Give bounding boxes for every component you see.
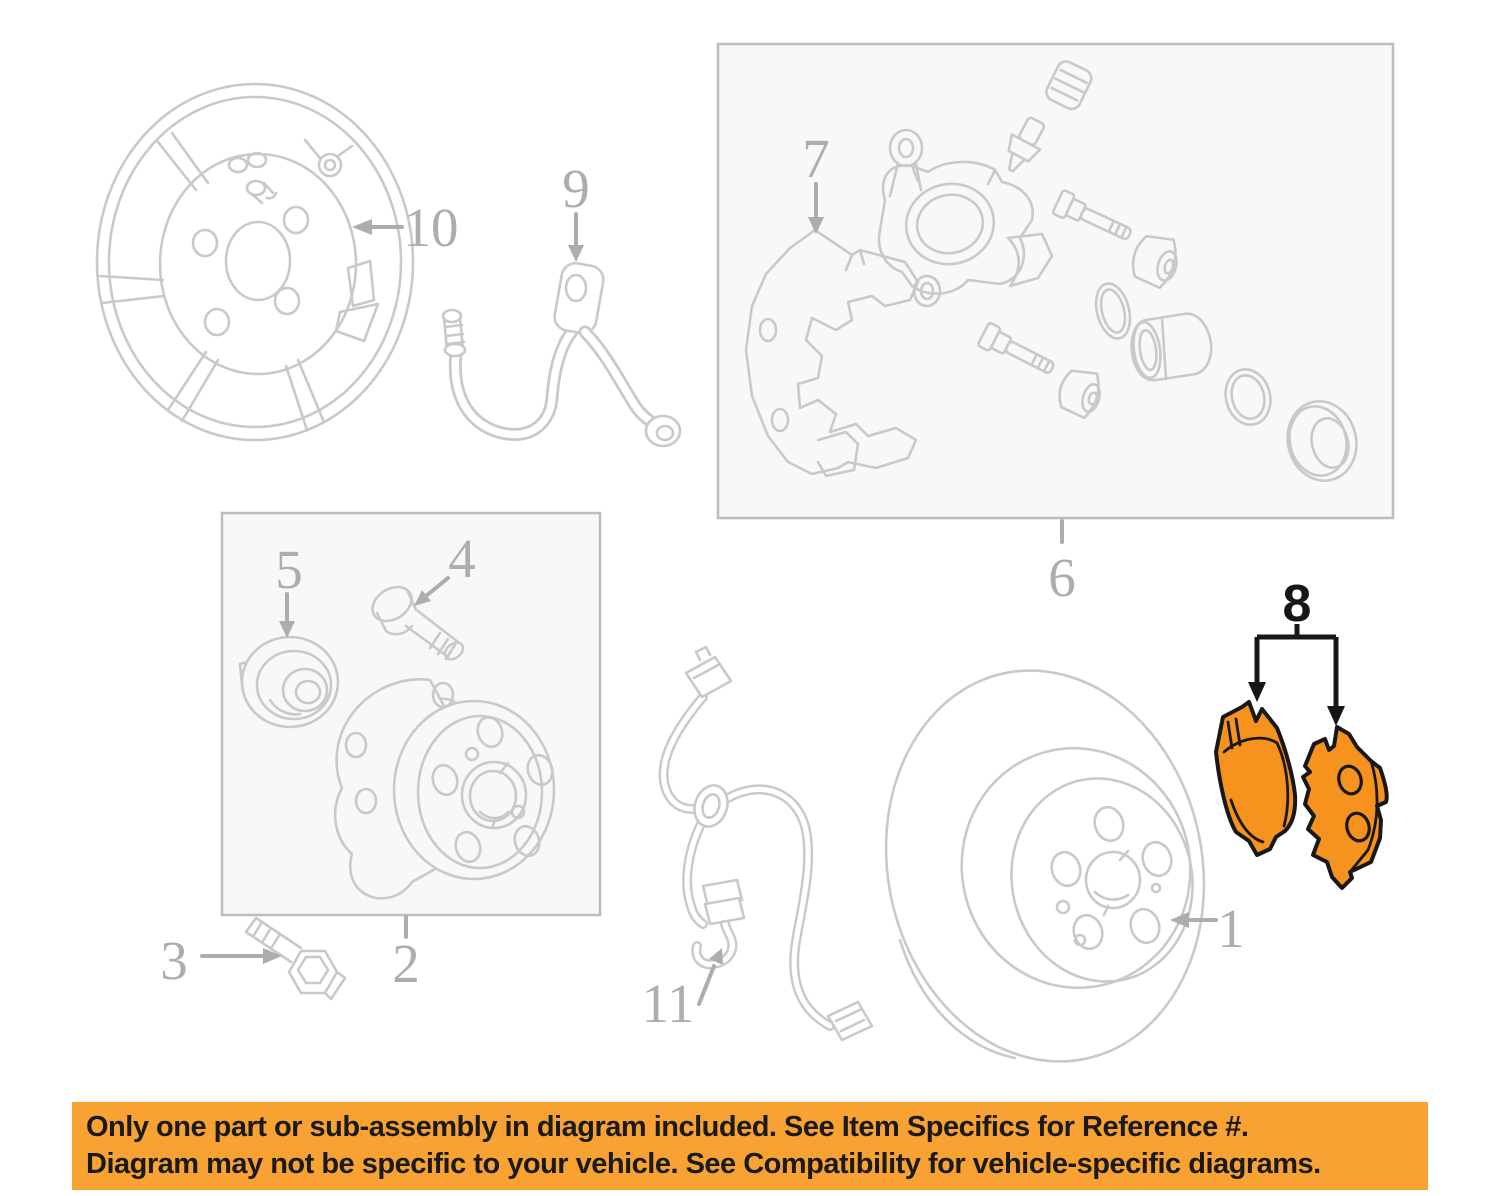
disclaimer-line-2: Diagram may not be specific to your vehi… xyxy=(86,1148,1321,1180)
disclaimer-line-1: Only one part or sub-assembly in diagram… xyxy=(86,1111,1249,1143)
callout-backing-plate: 10 xyxy=(352,197,459,258)
bleeder-screw-art xyxy=(1007,116,1046,173)
callout-disc-rotor: 1 xyxy=(1170,898,1245,959)
bearing-art xyxy=(238,635,340,729)
mount-bolt-art xyxy=(371,585,465,661)
callout-caliper-assembly: 6 xyxy=(1048,519,1076,608)
callout-mount-bolt: 4 xyxy=(414,528,476,606)
caliper-bracket-art xyxy=(744,228,920,478)
bleeder-cap-art xyxy=(1045,60,1093,111)
dust-boot-art xyxy=(1286,400,1358,482)
part-label-11: 11 xyxy=(642,973,695,1034)
disclaimer-banner: Only one part or sub-assembly in diagram… xyxy=(72,1102,1428,1190)
hub-art xyxy=(333,678,556,900)
brake-pads-art xyxy=(1214,700,1389,890)
caliper-art xyxy=(877,128,1054,308)
part-label-3: 3 xyxy=(160,930,188,991)
piston-seal-art xyxy=(1094,282,1132,340)
rotor-art xyxy=(884,669,1206,1063)
part-label-1: 1 xyxy=(1217,898,1245,959)
part-label-7: 7 xyxy=(802,128,830,189)
callout-hub-assembly: 2 xyxy=(392,915,420,994)
part-label-10: 10 xyxy=(404,197,459,258)
brake-pad-outboard xyxy=(1214,700,1298,857)
part-label-9: 9 xyxy=(562,158,590,219)
part-label-2: 2 xyxy=(392,933,420,994)
callout-bearing: 5 xyxy=(275,539,303,638)
callout-abs-sensor-wire: 11 xyxy=(642,948,723,1034)
callout-hub-bolt: 3 xyxy=(160,930,282,991)
brake-pad-inboard xyxy=(1301,725,1389,890)
part-label-4: 4 xyxy=(448,528,476,589)
part-label-6: 6 xyxy=(1048,547,1076,608)
brake-hose-art xyxy=(441,261,682,448)
callout-brake-hose: 9 xyxy=(562,158,590,262)
bushing-upper-art xyxy=(1131,234,1178,290)
callout-brake-pads: 8 xyxy=(1248,575,1345,726)
slide-bolt-upper-art xyxy=(1051,189,1132,241)
caliper-assembly-box xyxy=(716,42,1395,520)
piston-art xyxy=(1130,312,1213,382)
slide-bolt-lower-art xyxy=(977,321,1055,374)
part-label-5: 5 xyxy=(275,539,303,600)
hub-bolt-art xyxy=(244,916,347,1001)
bushing-lower-art xyxy=(1058,369,1101,420)
o-ring-art xyxy=(1224,368,1272,426)
part-label-8: 8 xyxy=(1283,575,1312,633)
part-callouts: 10 9 7 6 5 4 2 xyxy=(160,128,1345,1034)
backing-plate-art xyxy=(95,82,415,442)
callout-caliper-bracket: 7 xyxy=(802,128,830,234)
abs-sensor-wire-art xyxy=(658,645,874,1042)
